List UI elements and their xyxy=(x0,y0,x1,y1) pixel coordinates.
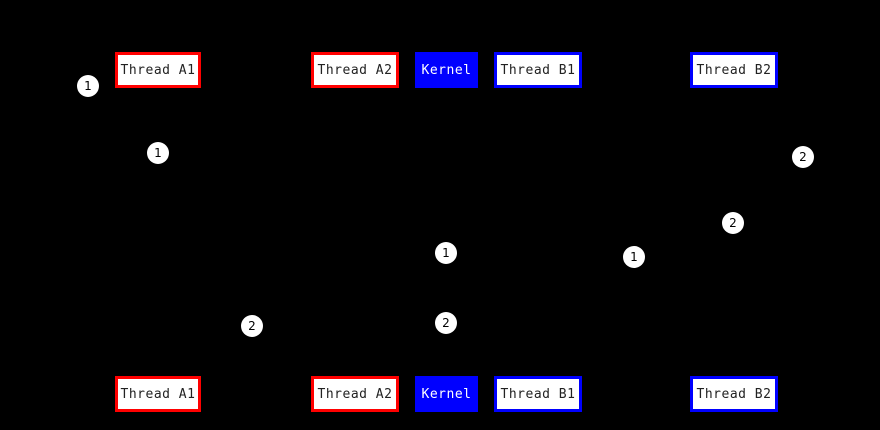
message-arrow-2 xyxy=(538,225,734,226)
participant-label: Thread A2 xyxy=(317,386,393,402)
lifeline-thread-b1 xyxy=(538,88,539,376)
step-badge-2-8: 2 xyxy=(435,312,457,334)
participant-label: Thread A1 xyxy=(120,386,196,402)
participant-thread-a2-bottom[interactable]: Thread A2 xyxy=(311,376,399,412)
lifeline-kernel xyxy=(446,88,447,376)
participant-label: Thread B1 xyxy=(500,62,576,78)
step-badge-2-7: 2 xyxy=(241,315,263,337)
participant-label: Thread A1 xyxy=(120,62,196,78)
participant-thread-b2-bottom[interactable]: Thread B2 xyxy=(690,376,778,412)
step-badge-1-1: 1 xyxy=(77,75,99,97)
participant-thread-b1-bottom[interactable]: Thread B1 xyxy=(494,376,582,412)
lifeline-thread-a2 xyxy=(355,88,356,376)
participant-thread-a2-top[interactable]: Thread A2 xyxy=(311,52,399,88)
message-arrow-4 xyxy=(355,325,446,326)
participant-thread-a1-top[interactable]: Thread A1 xyxy=(115,52,201,88)
participant-label: Kernel xyxy=(421,62,472,78)
participant-thread-a1-bottom[interactable]: Thread A1 xyxy=(115,376,201,412)
participant-thread-b1-top[interactable]: Thread B1 xyxy=(494,52,582,88)
step-badge-1-6: 1 xyxy=(623,246,645,268)
participant-label: Kernel xyxy=(421,386,472,402)
participant-label: Thread B2 xyxy=(696,62,772,78)
participant-kernel-bottom[interactable]: Kernel xyxy=(415,376,478,412)
message-arrow-1 xyxy=(158,155,355,156)
participant-kernel-top[interactable]: Kernel xyxy=(415,52,478,88)
participant-thread-b2-top[interactable]: Thread B2 xyxy=(690,52,778,88)
lifeline-thread-a1 xyxy=(158,88,159,376)
participant-label: Thread B1 xyxy=(500,386,576,402)
step-badge-2-4: 2 xyxy=(722,212,744,234)
message-arrow-3 xyxy=(446,256,538,257)
participant-label: Thread A2 xyxy=(317,62,393,78)
step-badge-1-2: 1 xyxy=(147,142,169,164)
participant-label: Thread B2 xyxy=(696,386,772,402)
step-badge-1-5: 1 xyxy=(435,242,457,264)
step-badge-2-3: 2 xyxy=(792,146,814,168)
